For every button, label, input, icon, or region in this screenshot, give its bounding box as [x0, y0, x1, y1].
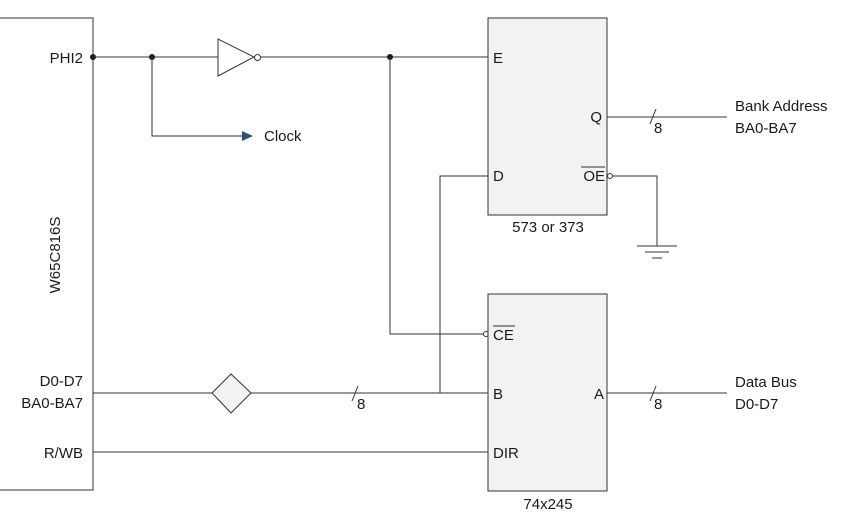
latch-pin-q: Q — [590, 109, 602, 126]
ce-wire — [389, 57, 484, 335]
inverter-bubble-icon — [254, 54, 261, 61]
clock-label: Clock — [264, 128, 302, 145]
cpu-label: W65C816S — [47, 217, 64, 294]
bank-bus-slash — [649, 108, 657, 125]
cpu-outline — [0, 17, 94, 491]
data-bus-slash — [351, 385, 359, 402]
latch-d-wire — [439, 175, 488, 393]
latch-pin-oe: OE — [583, 168, 605, 185]
latch-box — [487, 17, 608, 216]
transceiver-pin-dir: DIR — [493, 445, 519, 462]
data-out-bus-slash — [649, 385, 657, 402]
pin-data-label: D0-D7 — [40, 373, 83, 390]
data-bus-width: 8 — [357, 396, 365, 413]
bank-address-bits: BA0-BA7 — [735, 120, 797, 137]
bank-bus-width: 8 — [654, 120, 662, 137]
pin-rw-label: R/WB — [44, 445, 83, 462]
bank-address-title: Bank Address — [735, 98, 828, 115]
oe-ground-wire — [613, 175, 658, 246]
latch-pin-d: D — [493, 168, 504, 185]
transceiver-pin-a: A — [594, 386, 604, 403]
transceiver-pin-b: B — [493, 386, 503, 403]
data-bus-title: Data Bus — [735, 374, 797, 391]
data-bus-bits: D0-D7 — [735, 396, 778, 413]
transceiver-pin-ce: CE — [493, 327, 514, 344]
data-diamond-icon — [211, 373, 252, 414]
clock-wire — [151, 57, 242, 137]
pin-phi2-label: PHI2 — [50, 50, 83, 67]
latch-pin-e: E — [493, 50, 503, 67]
transceiver-name: 74x245 — [523, 496, 572, 513]
inverter-icon — [217, 38, 256, 77]
pin-bank-label: BA0-BA7 — [21, 395, 83, 412]
clock-arrow-icon — [242, 131, 253, 141]
data-out-bus-width: 8 — [654, 396, 662, 413]
oe-bubble-icon — [607, 173, 613, 179]
latch-name: 573 or 373 — [512, 219, 584, 236]
